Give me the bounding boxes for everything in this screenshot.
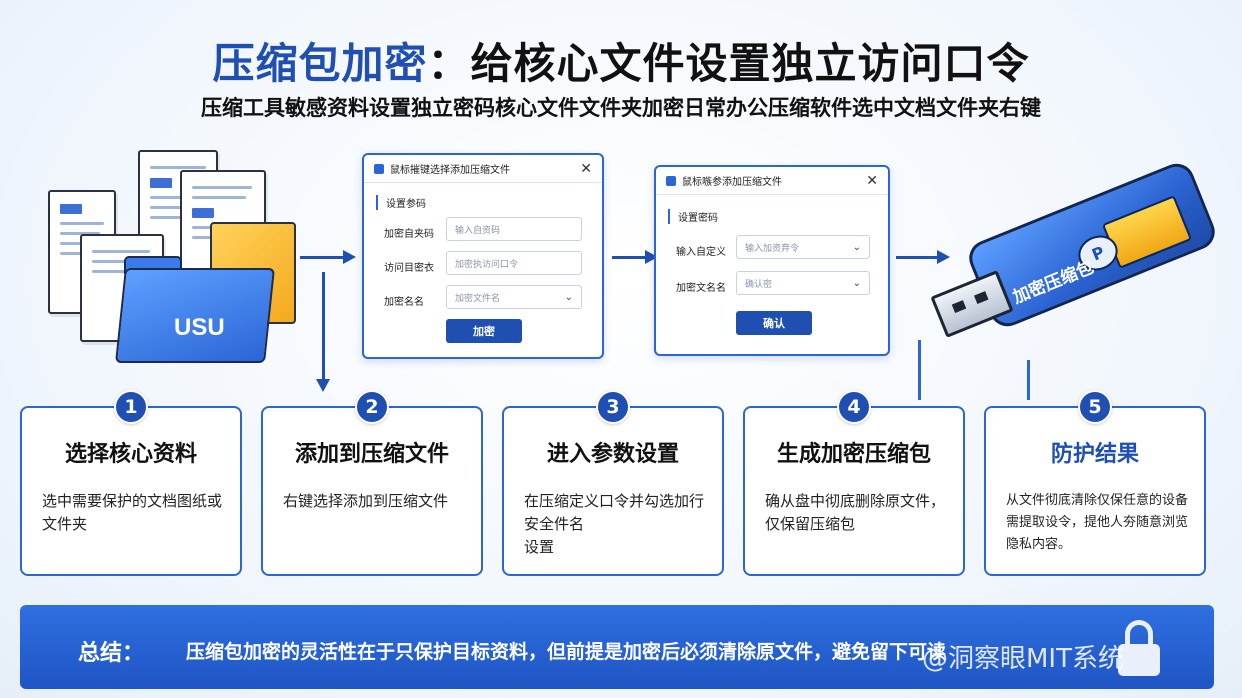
app-icon	[666, 175, 676, 186]
chevron-down-icon: ⌄	[852, 241, 861, 253]
arrow-down-icon	[316, 272, 330, 392]
step-number-2: 2	[355, 390, 389, 424]
step-card-1: 选择核心资料 选中需要保护的文档图纸或文件夹	[20, 406, 242, 576]
confirm-password-select[interactable]: 确认密⌄	[736, 271, 870, 295]
field-label: 加密文名名	[676, 283, 726, 294]
title-highlight: 压缩包加密	[212, 39, 428, 88]
step-number-1: 1	[114, 390, 148, 424]
step-card-2: 添加到压缩文件 右键选择添加到压缩文件	[261, 406, 483, 576]
usb-drive-illustration: P 加密压缩包	[930, 150, 1232, 360]
summary-label: 总结：	[78, 641, 145, 666]
step-number-3: 3	[596, 390, 630, 424]
step-title: 生成加密压缩包	[776, 442, 931, 467]
arrow-right-icon	[612, 250, 658, 264]
step-title: 添加到压缩文件	[294, 442, 449, 467]
close-icon[interactable]: ✕	[580, 160, 592, 177]
step-description: 在压缩定义口令并勾选加行安全件名 设置	[524, 492, 705, 556]
step-description: 确从盘中彻底删除原文件，仅保留压缩包	[765, 492, 946, 533]
summary-text: 压缩包加密的灵活性在于只保护目标资料，但前提是加密后必须清除原文件，避免留下可读	[186, 641, 947, 663]
step-description: 选中需要保护的文档图纸或文件夹	[42, 492, 223, 533]
dialog-section-title: 设置密码	[668, 209, 718, 224]
access-password-input[interactable]: 加密执访问口令	[446, 251, 582, 275]
step-description: 从文件彻底清除仅保任意的设备需提取设令，提他人夯随意浏览隐私内容。	[1006, 493, 1189, 552]
connector-line	[918, 340, 921, 400]
filename-select[interactable]: 加密文件名⌄	[446, 285, 582, 309]
dialog-title: 鼠标嗾参添加压缩文件	[682, 177, 782, 188]
usb-plug	[930, 270, 1014, 338]
folder-label: USU	[174, 314, 225, 341]
chevron-down-icon: ⌄	[852, 277, 861, 289]
field-label: 输入自定义	[676, 247, 726, 258]
step-card-5: 防护结果 从文件彻底清除仅保任意的设备需提取设令，提他人夯随意浏览隐私内容。	[984, 406, 1206, 576]
encrypt-button[interactable]: 加密	[446, 319, 522, 343]
field-label: 加密名名	[384, 297, 424, 308]
set-password-dialog: 鼠标嗾参添加压缩文件 ✕ 设置密码 输入自定义 输入加资弃令⌄ 加密文名名 确认…	[654, 165, 890, 356]
step-title: 进入参数设置	[546, 442, 679, 467]
dialog-title: 鼠标摧键选择添加压缩文件	[390, 165, 510, 176]
password-input[interactable]: 输入自资码	[446, 217, 582, 241]
page-title: 压缩包加密：给核心文件设置独立访问口令	[0, 30, 1242, 91]
step-title: 防护结果	[1050, 442, 1139, 467]
step-card-4: 生成加密压缩包 确从盘中彻底删除原文件，仅保留压缩包	[743, 406, 965, 576]
step-description: 右键选择添加到压缩文件	[283, 492, 449, 510]
field-label: 访问目密衣	[384, 263, 434, 274]
lock-icon	[1118, 620, 1160, 676]
page-subtitle: 压缩工具敏感资料设置独立密码核心文件文件夹加密日常办公压缩软件选中文档文件夹右键	[201, 96, 1041, 120]
step-title: 选择核心资料	[64, 442, 197, 467]
chevron-down-icon: ⌄	[564, 291, 573, 303]
dialog-header: 鼠标嗾参添加压缩文件 ✕	[656, 167, 888, 195]
confirm-button[interactable]: 确认	[736, 311, 812, 335]
summary-bar: 总结： 压缩包加密的灵活性在于只保护目标资料，但前提是加密后必须清除原文件，避免…	[20, 605, 1214, 689]
dialog-header: 鼠标摧键选择添加压缩文件 ✕	[364, 155, 602, 183]
arrow-right-icon	[300, 250, 356, 264]
app-icon	[374, 163, 384, 174]
add-archive-dialog: 鼠标摧键选择添加压缩文件 ✕ 设置参码 加密自夹码 输入自资码 访问目密衣 加密…	[362, 153, 604, 359]
watermark: @洞察眼MIT系统	[922, 644, 1124, 674]
step-card-3: 进入参数设置 在压缩定义口令并勾选加行安全件名 设置	[502, 406, 724, 576]
close-icon[interactable]: ✕	[866, 172, 878, 189]
title-rest: ：给核心文件设置独立访问口令	[427, 39, 1030, 88]
connector-line	[1027, 360, 1030, 400]
documents-illustration: USU	[20, 150, 310, 370]
field-label: 加密自夹码	[384, 229, 434, 240]
dialog-section-title: 设置参码	[376, 195, 426, 210]
step-number-5: 5	[1078, 390, 1112, 424]
arrow-right-icon	[896, 250, 950, 264]
password-select[interactable]: 输入加资弃令⌄	[736, 235, 870, 259]
step-number-4: 4	[837, 390, 871, 424]
